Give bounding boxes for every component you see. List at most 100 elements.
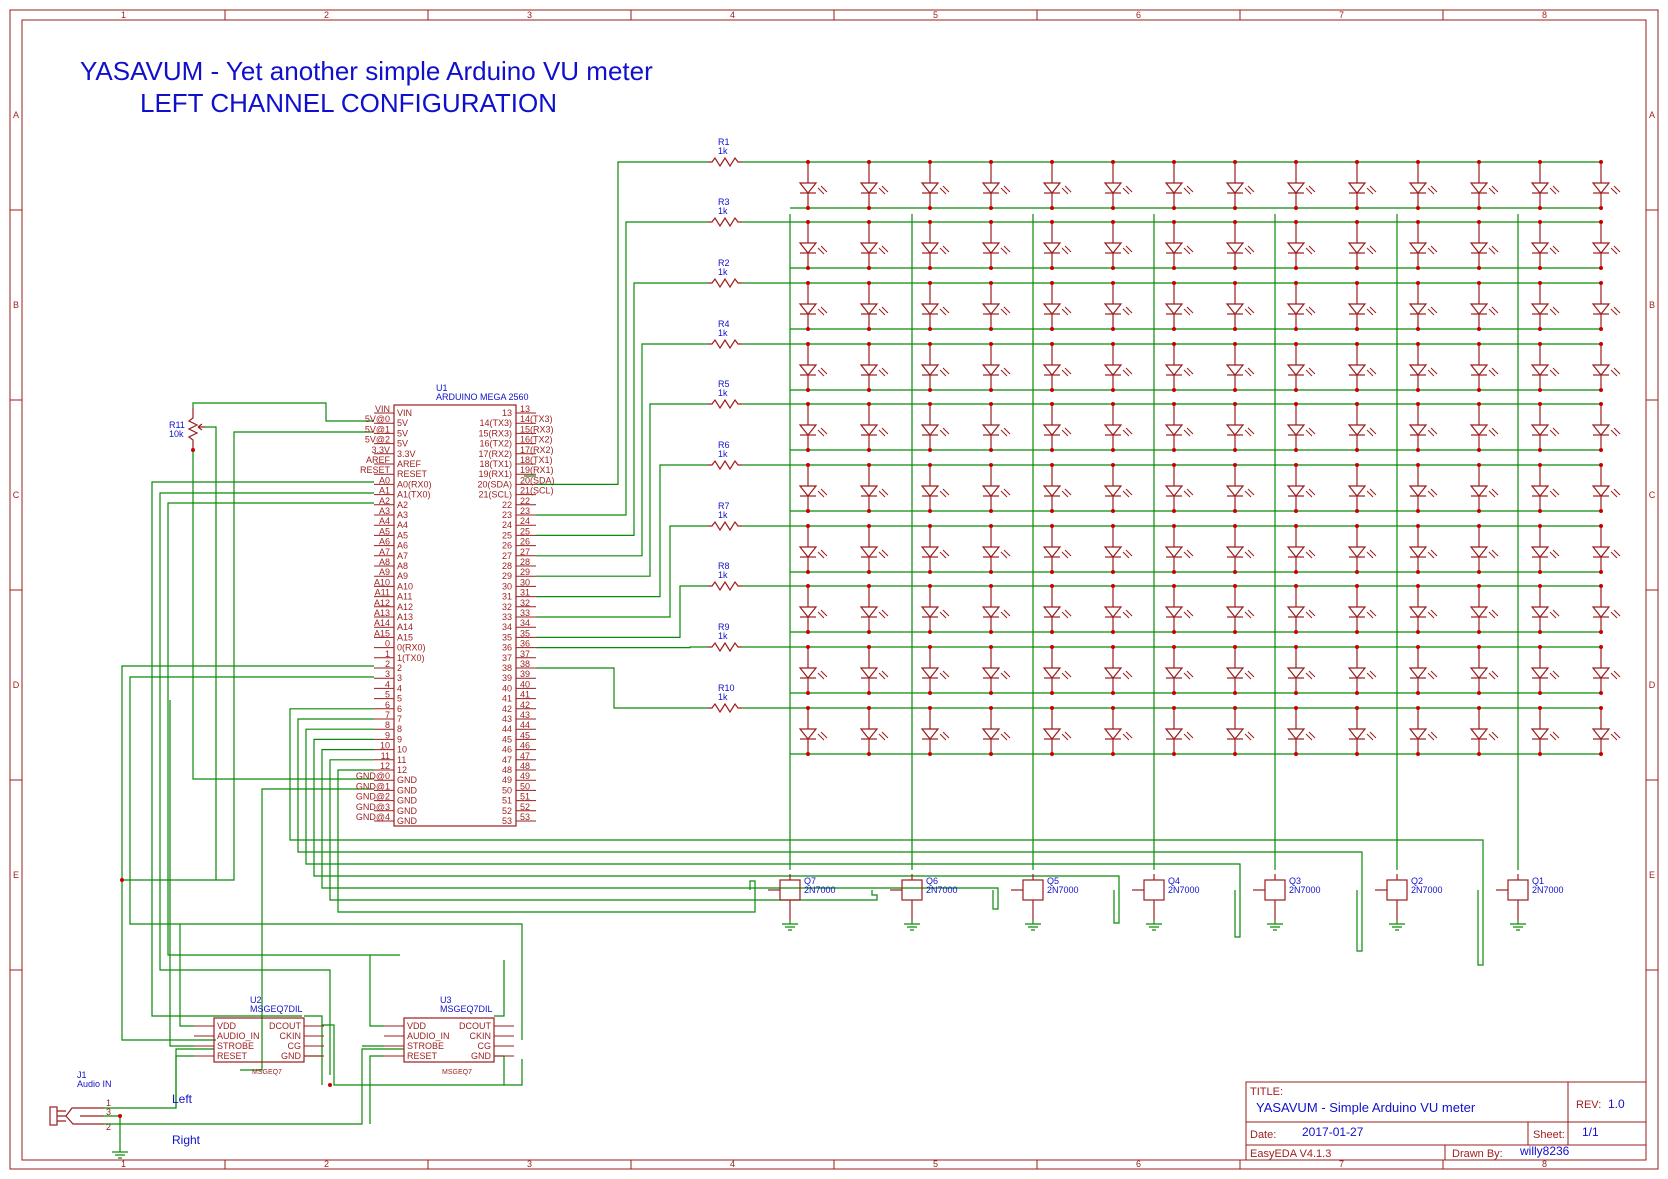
arduino-left-pin-name: A1(TX0) (397, 490, 431, 500)
led-arrows (1549, 306, 1560, 316)
led-body (859, 546, 879, 558)
junction-dot (1538, 388, 1542, 392)
junction-dot (1111, 509, 1115, 513)
led-body (1164, 667, 1184, 679)
led-arrows (1000, 609, 1011, 619)
wire (104, 1048, 214, 1109)
junction-dot (1355, 645, 1359, 649)
led-arrows (1488, 488, 1499, 498)
junction-dot (1477, 584, 1481, 588)
led-body (859, 728, 879, 740)
junction-dot (1050, 220, 1054, 224)
led-body (798, 606, 818, 618)
led-body (1530, 182, 1550, 194)
junction-dot (928, 402, 932, 406)
mosfet-body (1386, 879, 1408, 901)
led-body (920, 364, 940, 376)
junction-dot (1416, 509, 1420, 513)
led (1164, 647, 1194, 693)
junction-dot (1111, 752, 1115, 756)
led-arrows (817, 427, 828, 437)
arduino-right-pin-name: 30 (502, 581, 512, 591)
junction-dot (928, 266, 932, 270)
led-arrows (1610, 427, 1621, 437)
junction-dot (1233, 206, 1237, 210)
led (798, 344, 828, 390)
junction-dot (989, 342, 993, 346)
arduino-left-pin-name: 5 (397, 694, 402, 704)
arduino-right-pin-label: 27 (520, 547, 530, 557)
mosfet-part: 2N7000 (926, 885, 958, 895)
arduino-left-pin-label: 5 (385, 690, 390, 700)
led (859, 162, 889, 208)
frame-row-right-label: D (1649, 680, 1656, 690)
wire (205, 426, 217, 880)
led (1103, 344, 1133, 390)
junction-dot (1538, 327, 1542, 331)
wire (536, 464, 708, 598)
led (798, 586, 828, 632)
led-arrows (1061, 670, 1072, 680)
junction-dot (1599, 342, 1603, 346)
junction-dot (1233, 281, 1237, 285)
arduino-left-pin-label: A12 (374, 598, 390, 608)
junction-dot (928, 342, 932, 346)
arduino-left-pin-label: VIN (375, 404, 390, 414)
wire (129, 676, 523, 1040)
junction-dot (1111, 584, 1115, 588)
led-body (1103, 424, 1123, 436)
junction-dot (1111, 630, 1115, 634)
junction-dot (867, 281, 871, 285)
junction-dot (1355, 463, 1359, 467)
junction-dot (1172, 327, 1176, 331)
msgeq-pin-left-label: VDD (217, 1021, 237, 1031)
junction-dot (1477, 706, 1481, 710)
led-arrows (1000, 427, 1011, 437)
led-body (1408, 364, 1428, 376)
wire (494, 1055, 505, 1085)
led-arrows (1610, 488, 1621, 498)
led-body (981, 364, 1001, 376)
led-arrows (1610, 185, 1621, 195)
junction-dot (1233, 327, 1237, 331)
pot-ref: R11 (169, 420, 185, 430)
junction-dot (928, 463, 932, 467)
junction-dot (928, 752, 932, 756)
junction-dot (989, 220, 993, 224)
resistor-value: 1k (718, 267, 728, 277)
junctions (118, 160, 1603, 1118)
junction-dot (1111, 645, 1115, 649)
led (1103, 708, 1133, 754)
junction-dot (1599, 206, 1603, 210)
led-body (1225, 606, 1245, 618)
arduino-left-pin-name: GND (397, 816, 418, 826)
mosfet-ref: Q4 (1168, 876, 1180, 886)
led-body (920, 485, 940, 497)
led-arrows (878, 731, 889, 741)
led (1469, 586, 1499, 632)
led-body (1103, 242, 1123, 254)
junction-dot (1599, 448, 1603, 452)
led (981, 222, 1011, 268)
arduino-right-pin-label: 22 (520, 496, 530, 506)
titleblock-date: 2017-01-27 (1302, 1125, 1364, 1139)
led-body (981, 485, 1001, 497)
led (1225, 404, 1255, 450)
led-body (1347, 303, 1367, 315)
led-body (981, 728, 1001, 740)
led (1408, 344, 1438, 390)
resistor-symbol (708, 641, 742, 653)
arduino-right-pin-name: 49 (502, 775, 512, 785)
led (1347, 586, 1377, 632)
led-body (981, 546, 1001, 558)
junction-dot (1416, 388, 1420, 392)
arduino-right-pin-label: 28 (520, 557, 530, 567)
junction-dot (928, 630, 932, 634)
led-body (981, 606, 1001, 618)
led-body (920, 546, 940, 558)
led-body (1286, 182, 1306, 194)
junction-dot (928, 524, 932, 528)
led-body (1530, 667, 1550, 679)
